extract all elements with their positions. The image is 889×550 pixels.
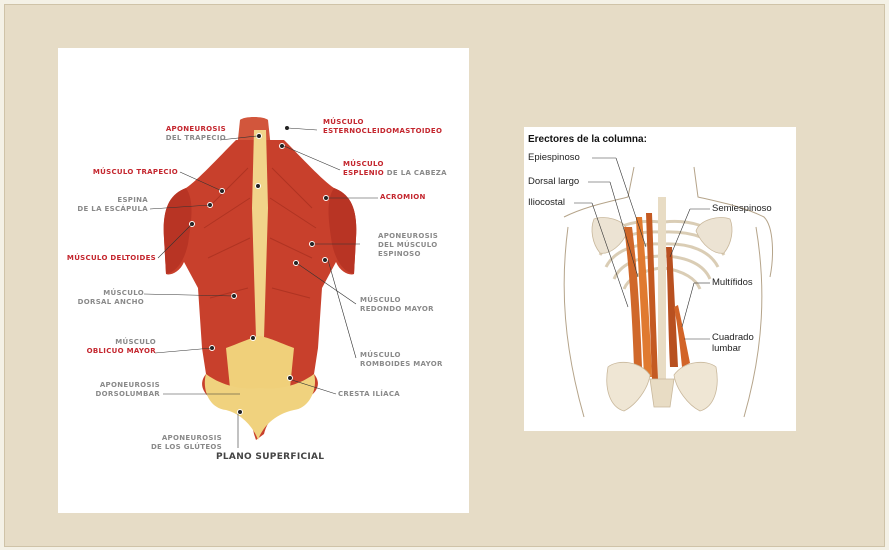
label-line: DEL TRAPECIO	[136, 134, 226, 143]
label-esternocleidomastoideo: MÚSCULO ESTERNOCLEIDOMASTOIDEO	[323, 118, 442, 136]
label-line: APONEUROSIS	[68, 381, 160, 390]
label-line: MÚSCULO	[360, 296, 434, 305]
label-line: MÚSCULO	[360, 351, 443, 360]
label-line: MÚSCULO	[70, 338, 156, 347]
label-line: ESPINA	[64, 196, 148, 205]
label-line: ESTERNOCLEIDOMASTOIDEO	[323, 127, 442, 136]
label-multifidos: Multífidos	[712, 277, 753, 288]
label-aponeurosis-espinoso: APONEUROSIS DEL MÚSCULO ESPINOSO	[378, 232, 438, 259]
label-line: ROMBOIDES MAYOR	[360, 360, 443, 369]
spinal-erectors-illustration	[524, 127, 796, 431]
diagram-title: Erectores de la columna:	[528, 134, 647, 145]
label-espina-escapula: ESPINA DE LA ESCÁPULA	[64, 196, 148, 214]
label-line: DE LA ESCÁPULA	[64, 205, 148, 214]
label-line: APONEUROSIS	[112, 434, 222, 443]
label-romboides-mayor: MÚSCULO ROMBOIDES MAYOR	[360, 351, 443, 369]
label-line: REDONDO MAYOR	[360, 305, 434, 314]
label-acromion: ACROMION	[380, 193, 426, 202]
label-aponeurosis-trapecio: APONEUROSIS DEL TRAPECIO	[136, 125, 226, 143]
label-aponeurosis-gluteos: APONEUROSIS DE LOS GLÚTEOS	[112, 434, 222, 452]
label-line: Cuadrado	[712, 332, 754, 343]
label-redondo-mayor: MÚSCULO REDONDO MAYOR	[360, 296, 434, 314]
label-line: DORSAL ANCHO	[64, 298, 144, 307]
label-line: APONEUROSIS	[136, 125, 226, 134]
label-line: ESPLENIO	[343, 169, 384, 177]
label-line: OBLICUO MAYOR	[70, 347, 156, 356]
label-line: MÚSCULO	[343, 160, 447, 169]
label-line: DORSOLUMBAR	[68, 390, 160, 399]
label-line: DE LOS GLÚTEOS	[112, 443, 222, 452]
label-line: DEL MÚSCULO	[378, 241, 438, 250]
label-line: ESPINOSO	[378, 250, 438, 259]
label-cresta-iliaca: CRESTA ILÍACA	[338, 390, 400, 399]
label-line: lumbar	[712, 343, 754, 354]
label-line: MÚSCULO	[64, 289, 144, 298]
label-oblicuo-mayor: MÚSCULO OBLICUO MAYOR	[70, 338, 156, 356]
label-dorsal-largo: Dorsal largo	[528, 176, 579, 187]
label-dorsal-ancho: MÚSCULO DORSAL ANCHO	[64, 289, 144, 307]
label-musculo-deltoides: MÚSCULO DELTOIDES	[58, 254, 156, 263]
label-line: APONEUROSIS	[378, 232, 438, 241]
label-esplenio-cabeza: MÚSCULO ESPLENIO DE LA CABEZA	[343, 160, 447, 178]
label-line: DE LA CABEZA	[387, 169, 447, 177]
label-line: MÚSCULO	[323, 118, 442, 127]
label-semiespinoso: Semiespinoso	[712, 203, 772, 214]
label-cuadrado-lumbar: Cuadrado lumbar	[712, 332, 754, 354]
label-aponeurosis-dorsolumbar: APONEUROSIS DORSOLUMBAR	[68, 381, 160, 399]
label-epiespinoso: Epiespinoso	[528, 152, 580, 163]
spinal-erectors-diagram: Erectores de la columna: Epiespinoso Dor…	[524, 127, 796, 431]
label-iliocostal: Iliocostal	[528, 197, 565, 208]
back-muscles-diagram: APONEUROSIS DEL TRAPECIO MÚSCULO TRAPECI…	[58, 48, 469, 513]
label-musculo-trapecio: MÚSCULO TRAPECIO	[78, 168, 178, 177]
diagram-caption: PLANO SUPERFICIAL	[216, 452, 324, 462]
